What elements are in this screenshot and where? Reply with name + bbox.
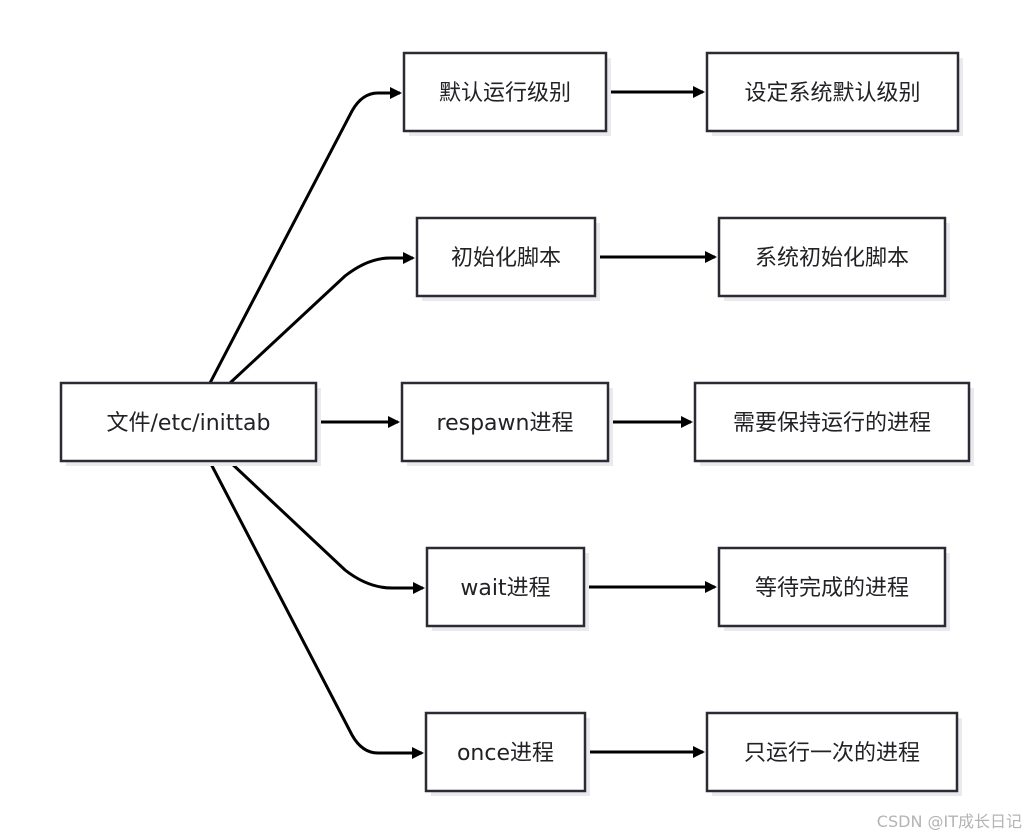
branch-node-4-label: wait进程: [460, 576, 550, 601]
child-node-2: 系统初始化脚本: [717, 216, 950, 301]
branch-node-2-label: 初始化脚本: [451, 246, 561, 271]
edge-root-to-branch-4: [228, 460, 425, 594]
child-node-4-box: [717, 546, 947, 628]
branch-node-3: respawn进程: [400, 381, 613, 466]
branch-node-5-box: [424, 711, 587, 793]
child-node-1-label: 设定系统默认级别: [744, 81, 920, 106]
child-node-5: 只运行一次的进程: [705, 711, 962, 796]
root-node: 文件/etc/inittab: [59, 381, 321, 466]
branch-node-3-label: respawn进程: [437, 411, 574, 436]
branch-node-1: 默认运行级别: [402, 51, 611, 136]
branch-node-4: wait进程: [425, 546, 589, 631]
branch-node-5-label: once进程: [457, 741, 554, 766]
child-node-1-box: [705, 51, 960, 133]
edge-root-to-branch-5: [208, 461, 424, 759]
branch-node-4-box: [425, 546, 586, 628]
root-node-label: 文件/etc/inittab: [107, 411, 271, 436]
child-node-5-label: 只运行一次的进程: [744, 741, 920, 766]
branch-node-2-box: [415, 216, 597, 298]
branch-node-1-box: [402, 51, 608, 133]
edges-layer: [208, 86, 717, 759]
root-node-box: [59, 381, 318, 463]
branch-node-1-label: 默认运行级别: [439, 81, 571, 106]
child-node-5-box: [705, 711, 959, 793]
watermark: CSDN @IT成长日记: [876, 812, 1022, 831]
child-node-1: 设定系统默认级别: [705, 51, 963, 136]
child-node-2-label: 系统初始化脚本: [755, 246, 909, 271]
child-node-3: 需要保持运行的进程: [693, 381, 974, 466]
branch-node-5: once进程: [424, 711, 590, 796]
child-node-4-label: 等待完成的进程: [755, 576, 909, 601]
edge-root-to-branch-1: [208, 87, 402, 384]
branch-node-3-box: [400, 381, 610, 463]
child-node-4: 等待完成的进程: [717, 546, 950, 631]
child-node-2-box: [717, 216, 947, 298]
edge-root-to-branch-2: [228, 252, 415, 385]
branch-node-2: 初始化脚本: [415, 216, 600, 301]
child-node-3-box: [693, 381, 971, 463]
child-node-3-label: 需要保持运行的进程: [733, 411, 931, 436]
